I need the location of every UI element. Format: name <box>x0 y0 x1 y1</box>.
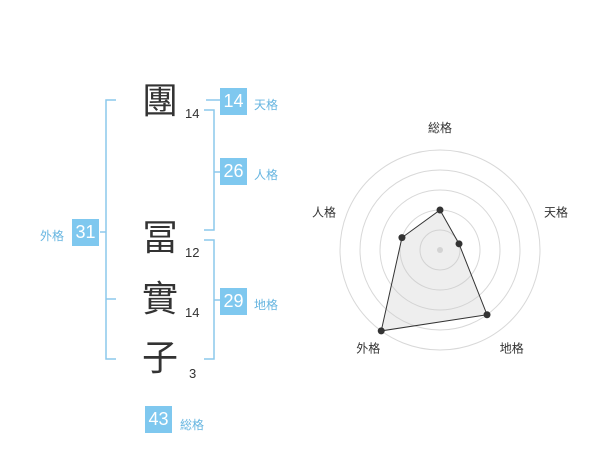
soukaku-badge: 43 <box>145 406 172 433</box>
tenkaku-badge: 14 <box>220 88 247 115</box>
radar-point <box>455 240 463 248</box>
surname-char-2: 冨 <box>142 218 179 259</box>
radar-point <box>398 234 406 242</box>
radar-axis-label: 地格 <box>500 341 524 356</box>
radar-axis-label: 外格 <box>356 341 380 356</box>
radar-grid-ring <box>419 229 461 271</box>
radar-axis-label: 天格 <box>544 204 568 219</box>
radar-grid-ring <box>359 169 521 331</box>
given-char-2: 子 <box>142 338 179 379</box>
chikaku-badge: 29 <box>220 288 247 315</box>
given-char-1: 實 <box>142 279 179 320</box>
surname-char-2-strokes: 12 <box>185 245 200 260</box>
radar-axis-label: 人格 <box>312 204 336 219</box>
radar-center-dot <box>437 247 443 253</box>
jinkaku-label: 人格 <box>254 168 279 182</box>
chikaku-label: 地格 <box>254 298 279 312</box>
radar-axis-label: 総格 <box>428 120 452 135</box>
given-char-1-strokes: 14 <box>185 305 200 320</box>
radar-grid-ring <box>339 149 541 351</box>
given-char-2-strokes: 3 <box>189 366 197 381</box>
radar-point <box>377 327 385 335</box>
gaikaku-label: 外格 <box>40 229 65 243</box>
radar-series-area <box>380 209 488 332</box>
tenkaku-label: 天格 <box>254 98 279 112</box>
gaikaku-badge: 31 <box>72 219 99 246</box>
jinkaku-badge: 26 <box>220 158 247 185</box>
surname-char-1: 團 <box>142 81 179 122</box>
radar-point <box>436 206 444 214</box>
soukaku-label: 総格 <box>180 418 205 432</box>
radar-grid-ring <box>379 189 501 311</box>
surname-char-1-strokes: 14 <box>185 106 200 121</box>
radar-point <box>483 311 491 319</box>
